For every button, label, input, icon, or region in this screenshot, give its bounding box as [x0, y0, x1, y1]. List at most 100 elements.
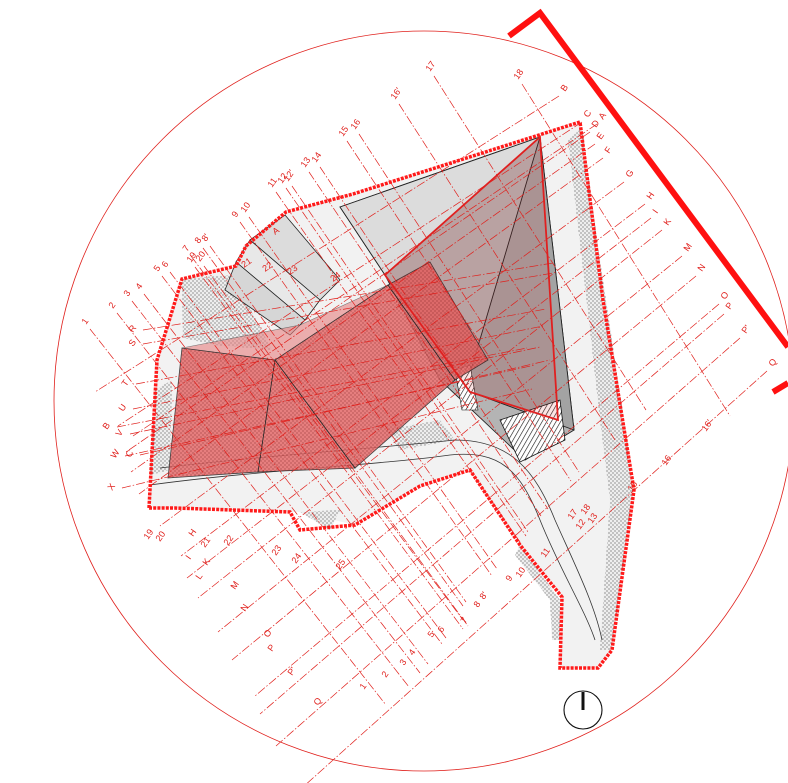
grid-line-i: [186, 217, 652, 579]
grid-label-num-1: 2: [106, 300, 117, 310]
grid-label-g: G: [623, 168, 635, 179]
grid-label-m: M: [681, 241, 693, 253]
grid-label-bottom-21: 2: [379, 669, 390, 679]
grid-label-i: I: [650, 207, 660, 215]
grid-label-pp: P': [739, 323, 752, 335]
grid-label-left-6: W: [108, 447, 121, 460]
property-boundary-bracket-foot: [771, 380, 788, 395]
grid-label-left-1: S: [126, 337, 138, 348]
grid-line-num-8: [203, 265, 469, 627]
grid-label-bottom-13: Q: [311, 696, 323, 707]
grid-line-num-6: [190, 255, 464, 621]
grid-line-e: [130, 143, 596, 473]
grid-line-pp: [275, 337, 741, 747]
grid-label-num-8: 20: [193, 249, 207, 263]
grid-label-f: F: [602, 144, 614, 155]
grid-label-num-0: 1: [79, 316, 90, 326]
grid-label-bottom-25: 6: [435, 624, 446, 634]
grid-label-a: A: [596, 110, 608, 121]
grid-label-bottom-31: 16: [659, 453, 673, 467]
grid-label-bottom-3: 21: [198, 535, 212, 549]
grid-line-left-8: [121, 388, 533, 489]
grid-label-num-7: 19: [184, 250, 198, 264]
grid-label-left-5: V: [113, 427, 125, 438]
grid-label-a-inner: A: [270, 225, 281, 237]
grid-line-num-1: [116, 312, 410, 688]
grid-label-num-11: 9: [229, 209, 240, 219]
grid-label-bottom-7: L: [193, 571, 204, 581]
grid-label-bottom-17: 9: [503, 573, 514, 583]
grid-line-left-2: [135, 308, 547, 385]
grid-label-num-3: 4: [133, 281, 144, 291]
grid-label-bottom-14: 23: [269, 543, 283, 557]
grid-label-bottom-26: 7: [458, 615, 469, 625]
grid-line-q: [306, 370, 768, 783]
grid-label-inner-22: 22: [260, 260, 274, 274]
grid-line-p: [259, 313, 725, 715]
grid-label-bottom-28: 8': [477, 590, 489, 601]
grid-line-num-10: [209, 245, 467, 603]
grid-line-f: [138, 157, 604, 495]
grid-label-bottom-11: P: [265, 642, 277, 653]
grid-line-k: [197, 229, 663, 599]
grid-line-num-4: [161, 275, 443, 645]
grid-line-left-3: [116, 347, 528, 428]
grid-label-bottom-29: 12: [573, 517, 587, 531]
grid-label-num-16: 13: [298, 155, 312, 169]
grid-line-num-17: [319, 166, 549, 510]
grid-label-num-10: 8': [199, 232, 211, 243]
grid-line-num-5: [169, 271, 447, 639]
grid-line-c: [117, 121, 583, 427]
grid-line-num-16: [308, 171, 542, 517]
grid-label-num-14: 12: [275, 171, 289, 185]
grid-label-h: H: [644, 190, 656, 201]
grid-label-b: B: [558, 82, 570, 93]
grid-label-bottom-24: 5: [425, 629, 436, 639]
grid-label-left-4: U: [116, 402, 128, 413]
grid-line-g: [159, 181, 625, 527]
grid-line-num-21: [433, 75, 647, 411]
grid-label-num-5: 6: [159, 259, 170, 269]
grid-label-bottom-10: O: [261, 628, 273, 639]
grid-label-bottom-35: 15: [625, 479, 639, 493]
grid-label-left-2: T: [119, 377, 131, 388]
grid-label-num-12: 10: [238, 200, 252, 214]
grid-line-left-7: [139, 359, 551, 456]
grid-line-num-22: [521, 83, 731, 417]
grid-label-bottom-20: 1: [357, 681, 368, 691]
grid-label-num-4: 5: [151, 263, 162, 273]
grid-label-bottom-18: 10: [513, 565, 527, 579]
site-boundary: [147, 119, 636, 670]
grid-label-num-18: 15: [336, 124, 350, 138]
grid-line-num-18: [346, 140, 572, 482]
grid-label-p: P: [723, 300, 735, 311]
grid-label-n: N: [695, 262, 707, 273]
grid-label-left-8: X: [105, 481, 117, 492]
grid-label-left-7: C: [123, 448, 135, 459]
grid-label-left-0: R: [126, 323, 138, 334]
grid-label-d: D: [589, 118, 601, 129]
grid-label-num-17: 14: [309, 150, 323, 164]
grid-label-bottom-12: P': [285, 665, 298, 677]
grid-label-num-9: 8: [192, 235, 203, 245]
grid-label-num-21: 17: [423, 59, 437, 73]
grid-label-bottom-16: 25: [333, 557, 347, 571]
grid-line-num-19: [358, 133, 580, 473]
grid-label-left-3: B: [100, 420, 112, 431]
grid-line-m: [217, 255, 683, 633]
grid-label-bottom-22: 3: [397, 657, 408, 667]
grid-line-num-7: [194, 266, 464, 630]
grid-line-num-20: [398, 103, 616, 441]
grid-label-c: C: [581, 108, 593, 119]
grid-line-num-2: [131, 300, 421, 674]
grid-label-inner-23: 23: [285, 263, 299, 277]
grid-label-e: E: [594, 130, 606, 141]
grid-label-q: Q: [766, 357, 778, 368]
grid-label-inner-24: 24: [328, 270, 342, 284]
grid-label-inner-21: 21: [239, 256, 253, 270]
grid-label-bottom-9: N: [238, 602, 250, 613]
grid-line-left-1: [142, 272, 554, 345]
grid-line-left-0: [142, 262, 554, 331]
